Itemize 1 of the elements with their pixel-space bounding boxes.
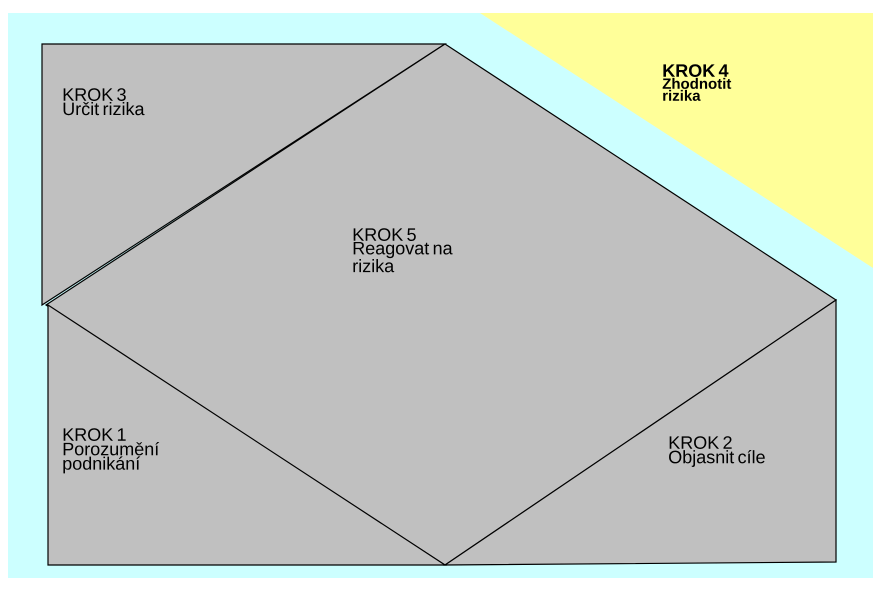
step-triangle: KROK 4 Zhodnotit rizika — [480, 13, 873, 268]
